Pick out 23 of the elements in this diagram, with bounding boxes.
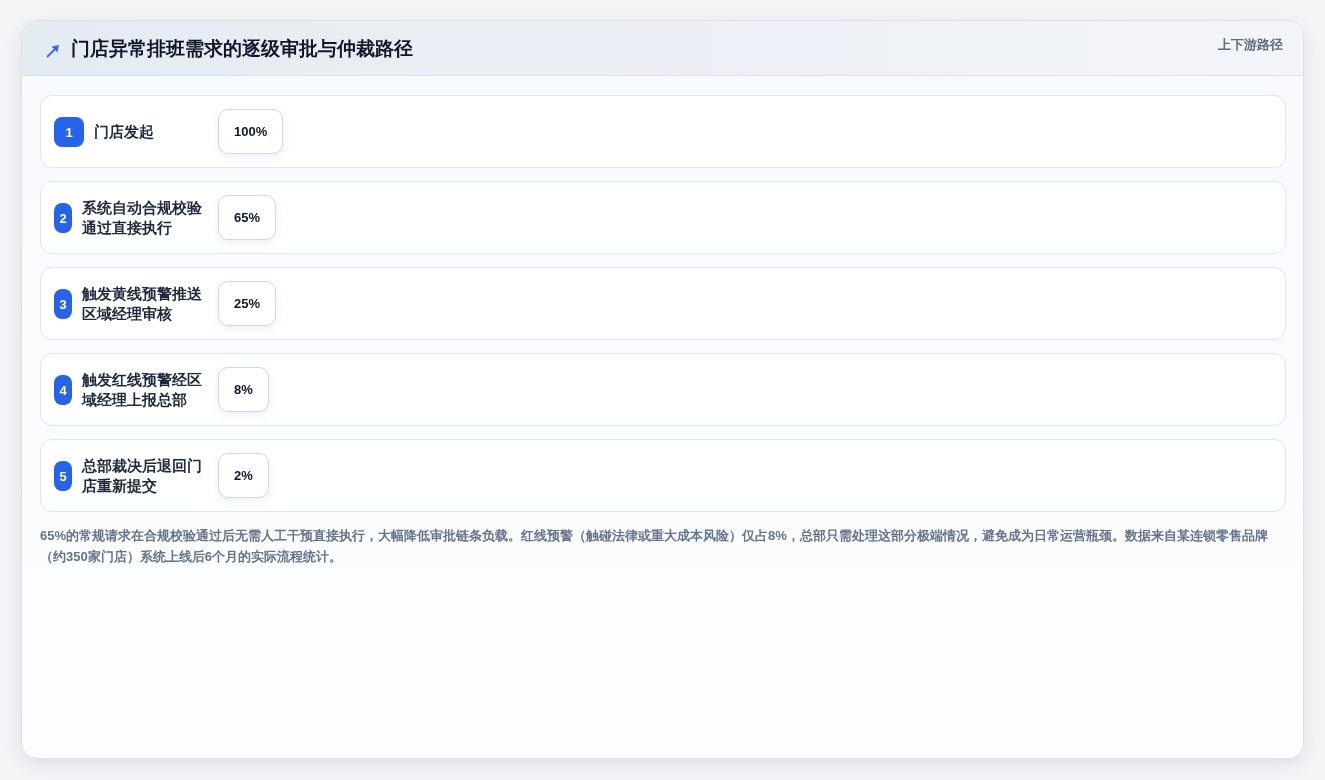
percent-box: 8%	[218, 367, 269, 412]
number-badge: 2	[54, 203, 72, 233]
step-label: 触发红线预警经区域经理上报总部	[82, 369, 203, 410]
step-label: 门店发起	[94, 121, 154, 142]
caption-text: 65%的常规请求在合规校验通过后无需人工干预直接执行，大幅降低审批链条负载。红线预警（触碰法律或重大成本风险）仅占8%，总部只需处理这部分极端情况，避免成为日常运营瓶颈。数据来自某连锁零售品牌（约350家门店）系统上线后6个月的实际流程统计。	[40, 527, 1269, 566]
step-label: 系统自动合规校验通过直接执行	[82, 197, 203, 238]
step-row	[40, 353, 1286, 426]
number-badge: 5	[54, 461, 72, 491]
number-badge: 3	[54, 289, 72, 319]
step-label: 总部裁决后退回门店重新提交	[82, 455, 203, 496]
title: 门店异常排班需求的逐级审批与仲裁路径	[71, 37, 413, 61]
step-row	[40, 181, 1286, 254]
step-row	[40, 95, 1286, 168]
percent-box: 65%	[218, 195, 277, 240]
number-badge: 1	[54, 117, 84, 147]
step-label: 触发黄线预警推送区域经理审核	[82, 283, 203, 324]
step-row	[40, 267, 1286, 340]
number-badge: 4	[54, 375, 72, 405]
percent-box: 2%	[218, 453, 269, 498]
header-note: 上下游路径	[1218, 36, 1283, 54]
percent-box: 100%	[218, 109, 284, 154]
step-row	[40, 439, 1286, 512]
percent-box: 25%	[218, 281, 277, 326]
